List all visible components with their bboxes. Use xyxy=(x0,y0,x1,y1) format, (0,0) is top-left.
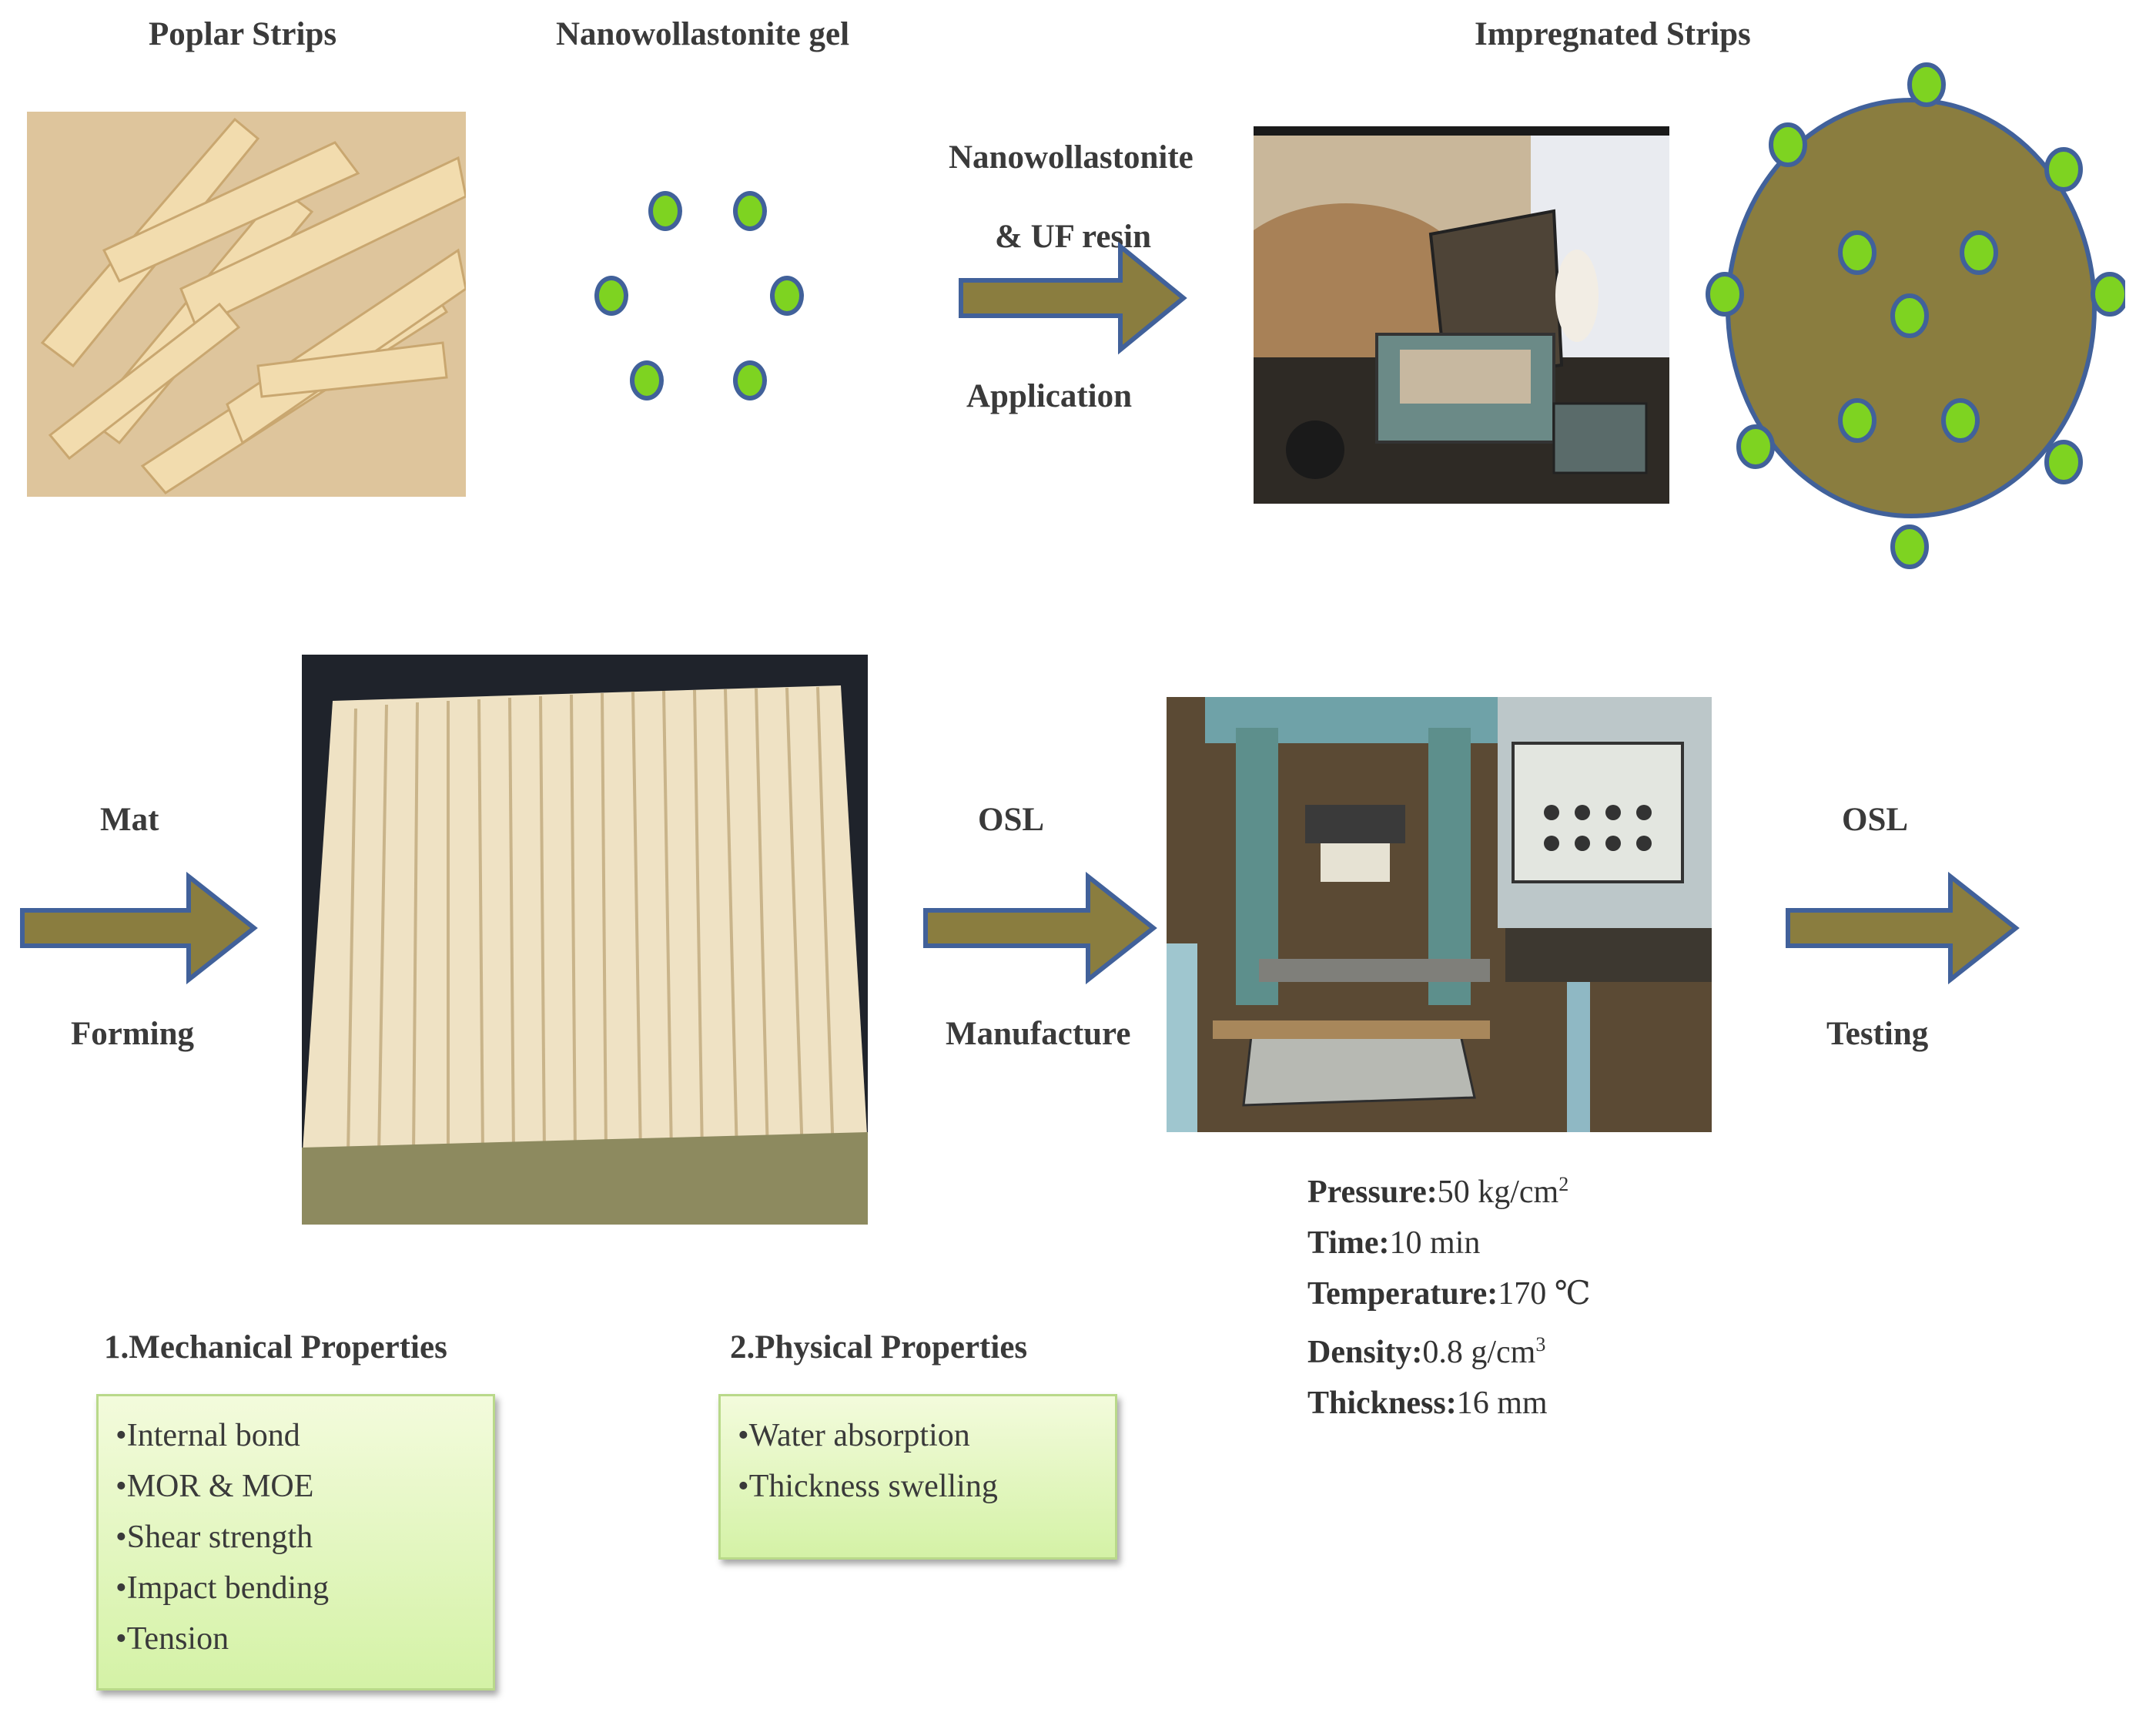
gel-particle xyxy=(733,191,767,231)
gel-particle xyxy=(648,191,682,231)
list-item: •Thickness swelling xyxy=(738,1469,998,1504)
param-temperature: Temperature:170 ℃ xyxy=(1307,1276,1591,1312)
mat-forming-arrow xyxy=(20,871,258,985)
gel-particle xyxy=(733,360,767,400)
nanowollastonite-gel-label: Nanowollastonite gel xyxy=(556,16,850,52)
impregnated-strips-label: Impregnated Strips xyxy=(1475,16,1751,52)
gel-particle xyxy=(630,360,664,400)
impregnation-mixer-photo xyxy=(1254,126,1669,504)
application-step-line3: Application xyxy=(966,378,1133,414)
physical-properties-title: 2.Physical Properties xyxy=(730,1329,1028,1366)
mechanical-properties-box: •Internal bond •MOR & MOE •Shear strengt… xyxy=(96,1394,495,1691)
list-item: •Shear strength xyxy=(116,1520,313,1555)
list-item: •Impact bending xyxy=(116,1570,330,1606)
hot-press-photo xyxy=(1167,697,1712,1132)
param-thickness: Thickness:16 mm xyxy=(1307,1386,1548,1421)
gel-particle xyxy=(594,276,628,316)
mat-forming-line1: Mat xyxy=(100,802,159,838)
list-item: •Water absorption xyxy=(738,1418,970,1453)
osl-manufacture-line1: OSL xyxy=(978,802,1045,838)
osl-testing-arrow xyxy=(1786,871,2020,985)
osl-testing-line1: OSL xyxy=(1842,802,1909,838)
list-item: •MOR & MOE xyxy=(116,1469,314,1504)
mat-forming-line2: Forming xyxy=(71,1016,195,1052)
osl-testing-line2: Testing xyxy=(1826,1016,1929,1052)
physical-properties-box: •Water absorption •Thickness swelling xyxy=(718,1394,1117,1560)
gel-particle xyxy=(770,276,804,316)
list-item: •Internal bond xyxy=(116,1418,300,1453)
param-density: Density:0.8 g/cm3 xyxy=(1307,1333,1546,1370)
param-time: Time:10 min xyxy=(1307,1225,1481,1261)
impregnated-strip-diagram xyxy=(1706,62,2125,569)
mat-photo xyxy=(302,655,868,1225)
poplar-strips-label: Poplar Strips xyxy=(149,16,337,52)
param-pressure: Pressure:50 kg/cm2 xyxy=(1307,1173,1569,1210)
press-parameters: Pressure:50 kg/cm2 Time:10 min Temperatu… xyxy=(1307,1159,1591,1429)
poplar-strips-photo xyxy=(27,112,466,497)
mechanical-properties-title: 1.Mechanical Properties xyxy=(104,1329,447,1366)
application-arrow xyxy=(959,241,1187,355)
osl-manufacture-line2: Manufacture xyxy=(946,1016,1131,1052)
list-item: •Tension xyxy=(116,1621,229,1657)
application-step-line1: Nanowollastonite xyxy=(949,139,1194,176)
osl-manufacture-arrow xyxy=(923,871,1157,985)
